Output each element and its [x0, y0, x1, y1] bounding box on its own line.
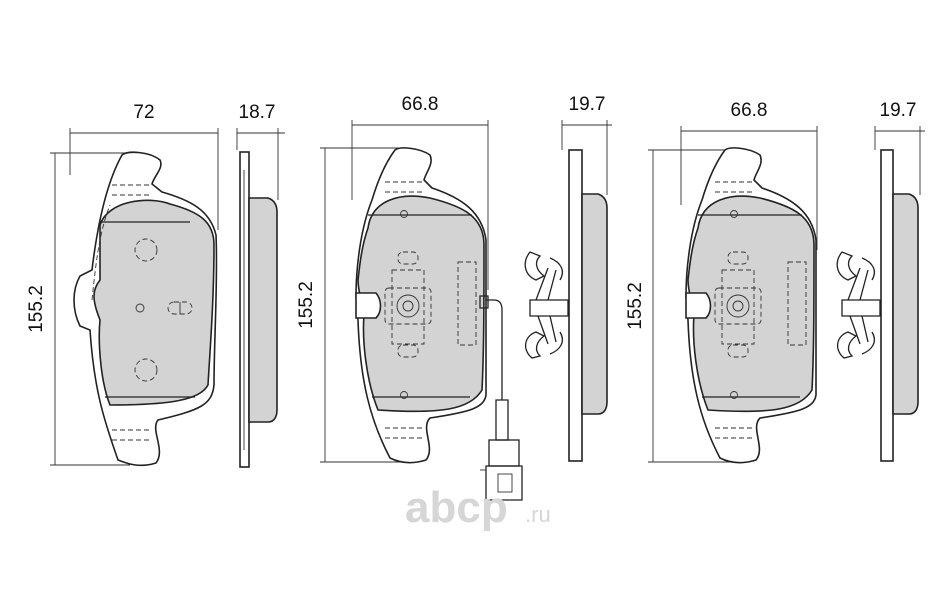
pad-2-side-view: 19.7	[524, 94, 612, 462]
spring-clip-1	[524, 251, 569, 359]
p1-height-label: 155.2	[26, 285, 47, 333]
p2-thickness-label: 19.7	[569, 94, 606, 115]
pad-3-side-view: 19.7	[836, 100, 925, 462]
watermark-tld: .ru	[525, 502, 551, 527]
p3-width-label: 66.8	[731, 100, 768, 121]
pad-1-front-view: 72 155.2	[26, 102, 219, 467]
pad-3-front-view: 66.8 155.2	[625, 100, 818, 464]
watermark-logo: abcp .ru	[405, 483, 551, 532]
p1-thickness-label: 18.7	[239, 102, 276, 123]
p3-height-label: 155.2	[625, 282, 646, 330]
pad-2-front-view: 66.8 155.2	[296, 94, 523, 501]
p2-height-label: 155.2	[296, 281, 317, 329]
p1-width-label: 72	[133, 102, 154, 123]
pad-1-side-view: 18.7	[236, 102, 285, 468]
watermark-brand: abcp	[405, 483, 508, 532]
p3-thickness-label: 19.7	[880, 100, 917, 121]
p2-width-label: 66.8	[402, 94, 439, 115]
spring-clip-2	[836, 251, 881, 359]
